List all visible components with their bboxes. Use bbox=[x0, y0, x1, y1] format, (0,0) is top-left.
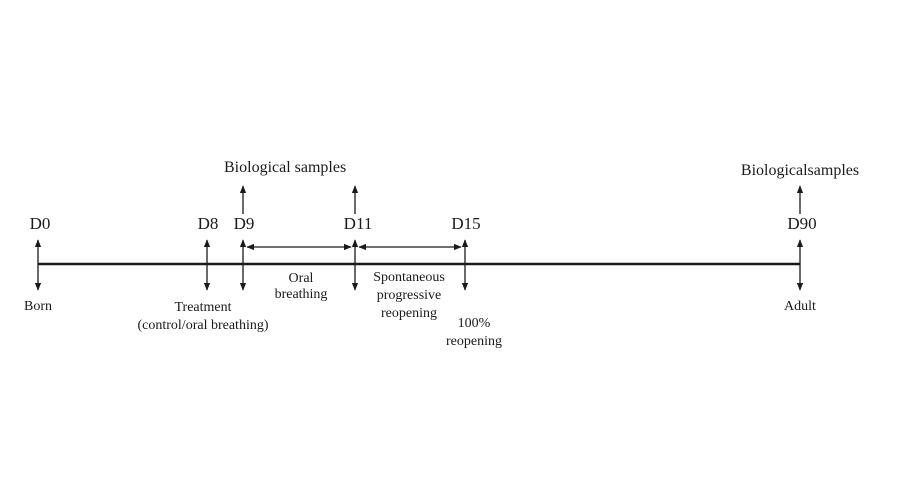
day-label-d9: D9 bbox=[233, 214, 255, 233]
treatment-line-2: (control/oral breathing) bbox=[137, 318, 269, 334]
event-label-full-reopening: 100% reopening bbox=[446, 316, 502, 350]
reopen-line-2: progressive bbox=[376, 288, 442, 304]
event-label-spontaneous-reopening: Spontaneous progressive reopening bbox=[373, 270, 445, 322]
event-label-adult: Adult bbox=[784, 299, 816, 314]
full-line-2: reopening bbox=[446, 334, 502, 350]
reopen-line-1: Spontaneous bbox=[373, 270, 445, 285]
samples-label-first: Biological samples bbox=[224, 159, 347, 176]
day-label-d0: D0 bbox=[29, 214, 51, 233]
event-label-born: Born bbox=[24, 299, 52, 314]
reopen-line-3: reopening bbox=[381, 306, 437, 322]
event-label-oral-breathing: Oral breathing bbox=[275, 271, 328, 303]
day-label-d15: D15 bbox=[451, 214, 481, 233]
event-label-treatment: Treatment (control/oral breathing) bbox=[137, 300, 268, 334]
day-label-d8: D8 bbox=[197, 214, 219, 233]
oral-line-2: breathing bbox=[274, 287, 328, 303]
full-line-1: 100% bbox=[457, 316, 491, 331]
samples-label-second: Biologicalsamples bbox=[740, 162, 860, 179]
day-label-d11: D11 bbox=[343, 214, 373, 233]
oral-line-1: Oral bbox=[288, 271, 314, 286]
treatment-line-1: Treatment bbox=[174, 300, 232, 315]
day-label-d90: D90 bbox=[787, 214, 817, 233]
